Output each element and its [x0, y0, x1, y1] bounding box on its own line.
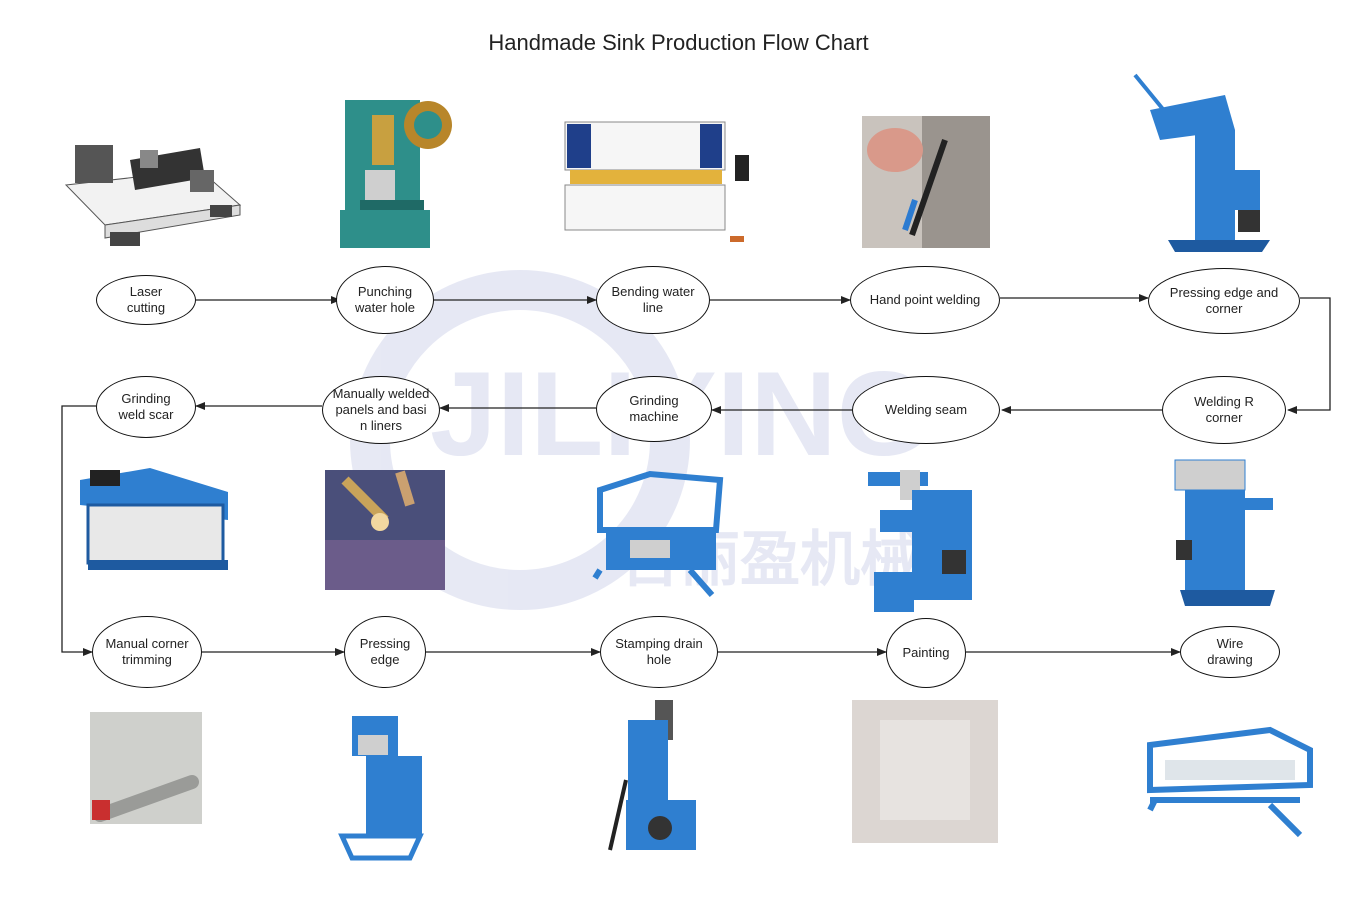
- punch-press-icon: [340, 100, 452, 248]
- node-painting: Painting: [886, 618, 966, 688]
- wire-drawing-machine-icon: [1147, 726, 1313, 838]
- node-line: edge: [370, 652, 400, 667]
- node-line: Bending water: [611, 284, 695, 299]
- node-line: n liners: [360, 418, 402, 433]
- hand-welding-photo-icon: [862, 116, 990, 248]
- node-line: Grinding: [121, 391, 171, 406]
- seam-welding-machine-icon: [868, 470, 972, 612]
- node-line: Manual corner: [105, 636, 189, 651]
- node-line: Welding seam: [884, 402, 968, 417]
- node-line: Grinding: [629, 393, 679, 408]
- node-line: cutting: [126, 300, 166, 315]
- node-hand-point-welding: Hand point welding: [850, 266, 1000, 334]
- node-line: Pressing edge and: [1169, 285, 1279, 300]
- node-line: corner: [1205, 301, 1243, 316]
- r-corner-welding-machine-icon: [1174, 459, 1275, 606]
- node-line: machine: [629, 409, 679, 424]
- node-line: corner: [1205, 410, 1243, 425]
- node-line: Painting: [902, 645, 950, 660]
- node-line: water hole: [355, 300, 415, 315]
- node-line: Pressing: [359, 636, 411, 651]
- node-line: trimming: [122, 652, 172, 667]
- arrow-10-11: [61, 405, 96, 656]
- node-line: Welding R: [1194, 394, 1254, 409]
- node-welding-seam: Welding seam: [852, 376, 1000, 444]
- node-line: Punching: [357, 284, 413, 299]
- connectors: [61, 294, 1331, 656]
- belt-grinding-machine-icon: [592, 470, 724, 597]
- edge-pressing-machine-icon: [1133, 73, 1270, 252]
- node-line: panels and basi: [335, 402, 427, 417]
- node-line: Wire: [1216, 636, 1244, 651]
- node-line: Stamping drain: [615, 636, 703, 651]
- painting-photo-icon: [852, 700, 998, 843]
- node-line: hole: [646, 652, 672, 667]
- grinding-table-machine-icon: [80, 468, 228, 570]
- node-line: line: [642, 300, 664, 315]
- chart-title: Handmade Sink Production Flow Chart: [488, 30, 869, 55]
- node-line: weld scar: [118, 407, 174, 422]
- edge-press-machine-icon: [338, 716, 424, 861]
- laser-cutting-machine-icon: [64, 145, 242, 246]
- corner-trimming-photo-icon: [90, 712, 202, 824]
- node-line: drawing: [1207, 652, 1253, 667]
- node-line: Hand point welding: [869, 292, 981, 307]
- drain-hole-stamping-machine-icon: [608, 700, 696, 851]
- node-line: Laser: [129, 284, 163, 299]
- node-line: Manually welded: [332, 386, 430, 401]
- manual-welding-photo-icon: [325, 470, 445, 590]
- arrow-5-6: [1287, 297, 1331, 414]
- press-brake-icon: [564, 121, 749, 242]
